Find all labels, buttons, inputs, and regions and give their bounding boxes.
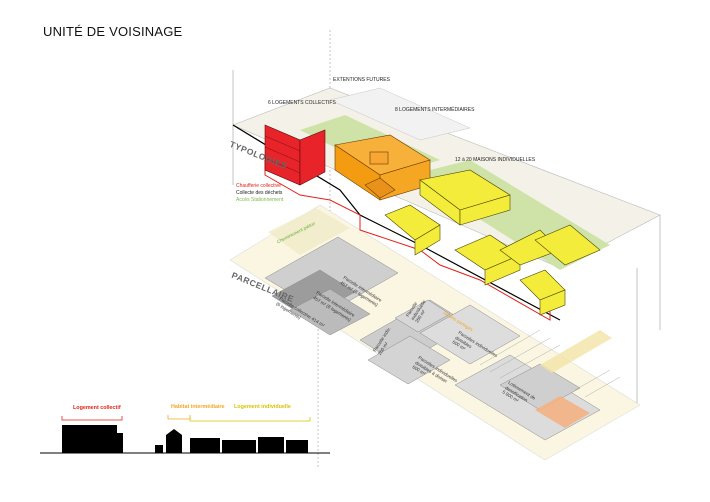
label-extensions: EXTENTIONS FUTURES bbox=[333, 77, 390, 83]
label-intermediaires: 8 LOGEMENTS INTERMÉDIAIRES bbox=[395, 107, 475, 113]
foundation-lines bbox=[264, 160, 551, 321]
label-individuelles: 12 à 20 MAISONS INDIVIDUELLES bbox=[455, 157, 536, 163]
label-chaufferie: Chaufferie collective bbox=[236, 183, 281, 189]
intermediate-building bbox=[334, 134, 431, 201]
parcel-lines bbox=[479, 329, 621, 398]
legend-collectif: Logement collectif bbox=[73, 405, 121, 411]
legend-intermediaire: Habitat intermédiaire bbox=[171, 404, 225, 410]
access-path bbox=[535, 396, 590, 428]
jardins-partages-strip bbox=[540, 330, 612, 373]
collective-building bbox=[264, 124, 326, 186]
label-acces: Accès Stationnement bbox=[236, 197, 284, 203]
page-title: UNITÉ DE VOISINAGE bbox=[43, 24, 183, 39]
individual-houses bbox=[384, 169, 601, 316]
label-collecte: Collecte des déchets bbox=[236, 190, 283, 196]
legend-individuelle: Logement individuelle bbox=[234, 404, 291, 410]
label-collectifs: 6 LOGEMENTS COLLECTIFS bbox=[268, 100, 336, 106]
